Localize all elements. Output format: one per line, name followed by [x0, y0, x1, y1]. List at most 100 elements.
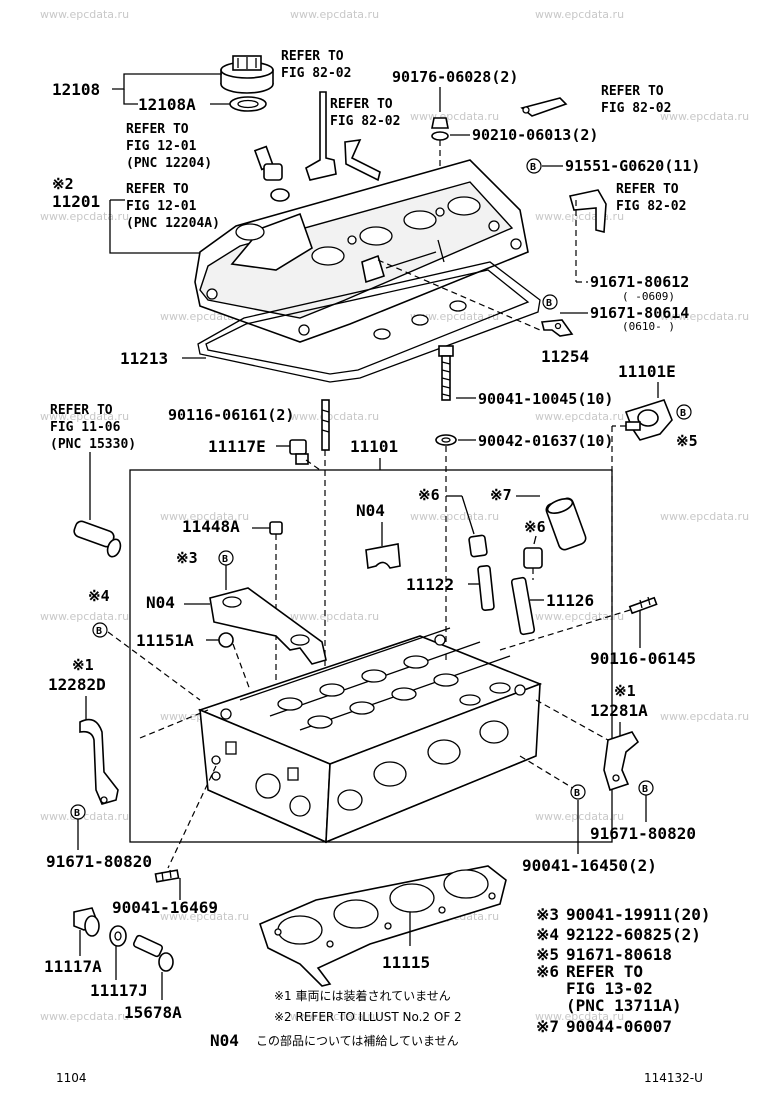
ref-fig-11-06: FIG 11-06	[50, 420, 121, 435]
watermark: www.epcdata.ru	[660, 310, 749, 323]
pcv-valve	[253, 145, 290, 202]
label-11117J: 11117J	[90, 981, 148, 1000]
watermark: www.epcdata.ru	[660, 710, 749, 723]
label-12281A: 12281A	[590, 701, 648, 720]
label-11126: 11126	[546, 591, 594, 610]
ref-fig-82-02-a: FIG 82-02	[281, 66, 351, 81]
legend-mark: ※3	[536, 905, 559, 924]
dowel-11448A	[269, 521, 283, 680]
engine-hanger-right	[603, 731, 640, 792]
ref-fig-82-02-b: FIG 82-02	[601, 101, 671, 116]
watermark: www.epcdata.ru	[40, 210, 129, 223]
ref-fig-12-01-a: FIG 12-01	[126, 139, 197, 154]
watermark: www.epcdata.ru	[290, 8, 379, 21]
cylinder-head-cover	[194, 159, 529, 343]
note-1-mark-a: ※1	[72, 656, 94, 674]
label-N04-a: N04	[356, 501, 385, 520]
watermark: www.epcdata.ru	[40, 810, 129, 823]
watermark: www.epcdata.ru	[535, 1010, 624, 1023]
legend-text: 90044-06007	[566, 1017, 672, 1036]
note-7-mark: ※7	[490, 486, 512, 504]
watermark: www.epcdata.ru	[40, 8, 129, 21]
note-3-mark: ※3	[176, 549, 198, 567]
svg-text:B: B	[74, 808, 80, 819]
label-90176-06028: 90176-06028(2)	[392, 68, 518, 86]
ref-fig-82-02-d: FIG 82-02	[616, 199, 686, 214]
watermark: www.epcdata.ru	[535, 8, 624, 21]
label-90042-01637: 90042-01637(10)	[478, 432, 613, 450]
label-90210-06013: 90210-06013(2)	[472, 126, 598, 144]
watermark: www.epcdata.ru	[535, 610, 624, 623]
cylinder-head	[197, 627, 543, 844]
date-range-0609: ( -0609)	[622, 290, 675, 303]
label-91671-80612: 91671-80612	[590, 273, 689, 291]
valve-guide-11122	[477, 564, 495, 612]
watermark: www.epcdata.ru	[410, 510, 499, 523]
label-90041-16469: 90041-16469	[112, 898, 218, 917]
label-12108A: 12108A	[138, 95, 196, 114]
legend-text: REFER TO	[566, 962, 643, 981]
valve-stem-seal-b	[523, 547, 543, 580]
watermark: www.epcdata.ru	[290, 610, 379, 623]
label-11122: 11122	[406, 575, 454, 594]
valve-guide-11126	[510, 576, 536, 636]
ref-fig-82-02-d: REFER TO	[616, 182, 679, 197]
bracket-11254	[540, 319, 574, 337]
svg-text:B: B	[530, 162, 536, 173]
watermark: www.epcdata.ru	[40, 410, 129, 423]
legend-mark: ※4	[536, 925, 559, 944]
sensor-11101E	[624, 399, 673, 441]
plug-11151A	[218, 632, 251, 691]
label-90041-16450: 90041-16450(2)	[522, 856, 657, 875]
head-cover-gasket	[197, 261, 541, 383]
watermark: www.epcdata.ru	[290, 1010, 379, 1023]
tag-b: B	[638, 780, 654, 796]
stud-90116-06145	[499, 596, 658, 651]
cylinder-head-frame	[129, 469, 613, 843]
note-6-mark-a: ※6	[418, 486, 440, 504]
footer-left-code: 1104	[56, 1071, 87, 1085]
label-90116-06161: 90116-06161(2)	[168, 406, 294, 424]
label-91551-G0620: 91551-G0620(11)	[565, 157, 700, 175]
watermark: www.epcdata.ru	[660, 510, 749, 523]
note-1-mark-b: ※1	[614, 682, 636, 700]
watermark: www.epcdata.ru	[290, 410, 379, 423]
watermark: www.epcdata.ru	[535, 410, 624, 423]
tag-b: B	[570, 784, 586, 800]
label-11254: 11254	[541, 347, 589, 366]
label-11201: 11201	[52, 192, 100, 211]
watermark: www.epcdata.ru	[40, 1010, 129, 1023]
gasket-11117J	[109, 925, 127, 947]
date-range-0610: (0610- )	[622, 320, 675, 333]
note-2-mark: ※2	[52, 175, 74, 193]
label-N04-b: N04	[146, 593, 175, 612]
note-2: ※2 REFER TO ILLUST No.2 OF 2	[274, 1010, 462, 1024]
legend-mark: ※5	[536, 945, 559, 964]
plug-11117A	[73, 907, 100, 937]
label-90041-10045: 90041-10045(10)	[478, 390, 613, 408]
watermark: www.epcdata.ru	[160, 510, 249, 523]
ref-fig-12-01-a: (PNC 12204)	[126, 156, 212, 171]
watermark: www.epcdata.ru	[410, 110, 499, 123]
tag-b: B	[218, 550, 234, 566]
legend-text: 90041-19911(20)	[566, 905, 711, 924]
ref-fig-82-02-c: FIG 82-02	[330, 114, 400, 129]
label-11101E: 11101E	[618, 362, 676, 381]
legend-text: 92122-60825(2)	[566, 925, 701, 944]
tag-b: B	[92, 622, 108, 638]
ref-fig-12-01-b: REFER TO	[126, 182, 189, 197]
label-11213: 11213	[120, 349, 168, 368]
svg-text:B: B	[642, 784, 648, 795]
watermark: www.epcdata.ru	[535, 810, 624, 823]
ref-fig-12-01-a: REFER TO	[126, 122, 189, 137]
label-15678A: 15678A	[124, 1003, 182, 1022]
plug-11117E	[289, 439, 321, 471]
union-15678A	[132, 934, 174, 972]
label-90116-06145: 90116-06145	[590, 649, 696, 668]
note-1: ※1 車両には装着されていません	[274, 988, 451, 1003]
note-3: この部品については補給していません	[256, 1033, 459, 1048]
camshaft-bearing-cap	[209, 587, 327, 665]
ref-fig-12-01-b: FIG 12-01	[126, 199, 197, 214]
footer-right-code: 114132-U	[644, 1071, 703, 1085]
stud-90041-16469	[154, 869, 180, 883]
